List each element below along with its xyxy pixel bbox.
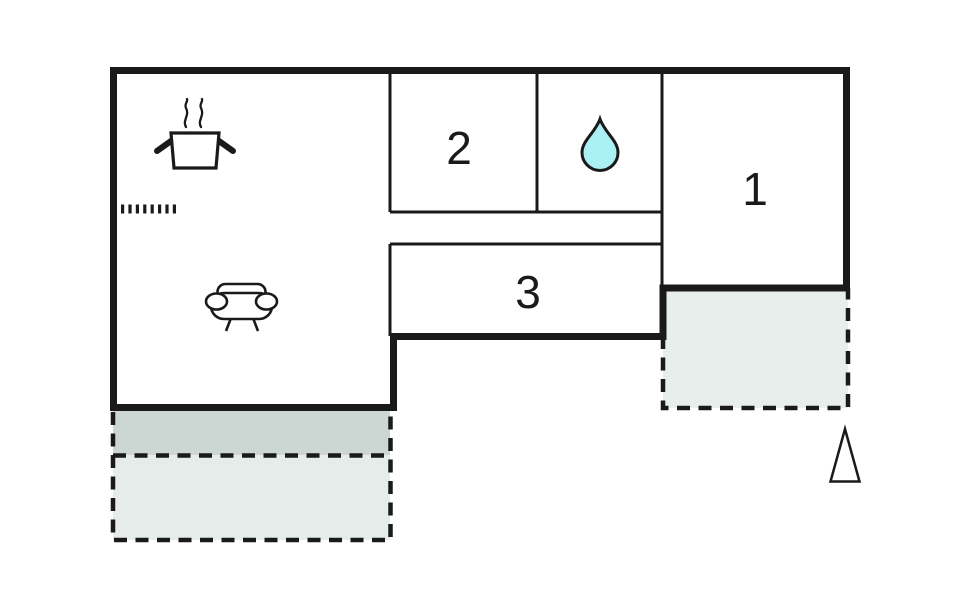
sofa-armrest-left	[204, 292, 229, 311]
water-drop-icon	[580, 114, 620, 172]
north-arrow-icon	[828, 424, 862, 483]
interior-walls	[388, 70, 664, 336]
sofa-armrest-right	[254, 292, 279, 311]
sofa-icon	[204, 282, 279, 332]
terrace-left-fill	[113, 455, 390, 540]
terrace-left	[110, 411, 393, 543]
room2-label: 2	[446, 122, 472, 174]
terrace-left-dashed-border	[110, 412, 393, 543]
terrace-right	[660, 288, 851, 411]
exterior-walls	[110, 67, 850, 411]
room1-label: 1	[742, 163, 768, 215]
room3-label: 3	[515, 266, 541, 318]
terrace-left-awning-fill	[113, 411, 390, 455]
terrace-right-fill	[663, 288, 848, 408]
steam-icon	[183, 97, 189, 129]
cooking-pot-icon	[154, 97, 236, 170]
pot-handle-left	[154, 138, 174, 154]
pot-body	[169, 131, 221, 170]
pot-handle-right	[216, 138, 236, 154]
steam-icon	[198, 97, 204, 129]
